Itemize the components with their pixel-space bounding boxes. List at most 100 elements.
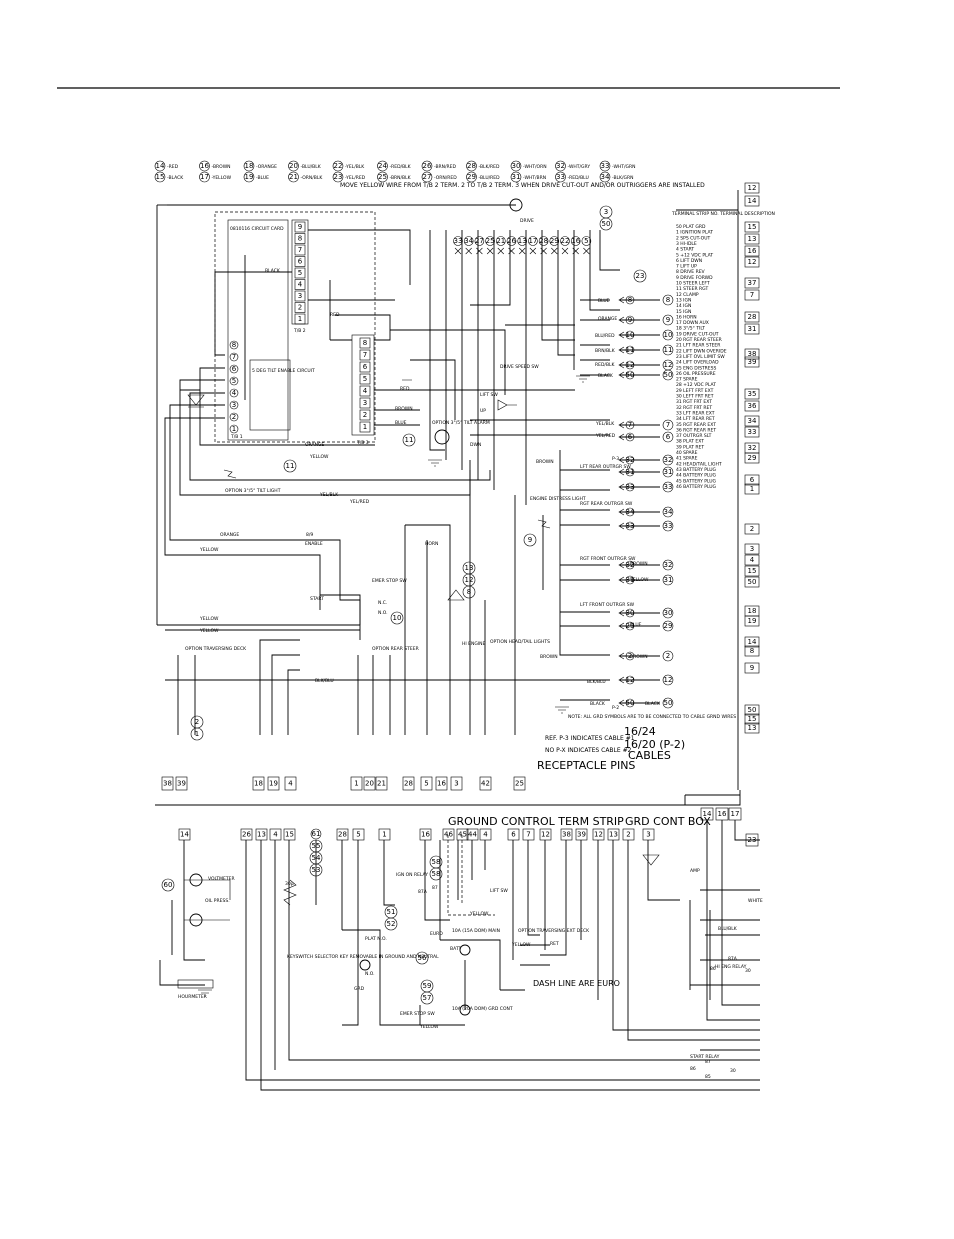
- tb1-term-1-ring: [229, 352, 239, 362]
- tb1-term-4: 4: [229, 388, 239, 398]
- drive-term-1-label: 34: [464, 237, 473, 245]
- legend-color-15: -BLU/RED: [479, 175, 501, 181]
- tb1-term-4-ring: [229, 388, 239, 398]
- callout-52: 52: [387, 920, 396, 928]
- legend-num-13-ring: [421, 171, 433, 183]
- platform-term-8-box: [744, 311, 760, 323]
- label-hourmeter: HOURMETER: [178, 994, 207, 1000]
- connector-mark-5: [618, 371, 625, 379]
- terminal-strip-row-6: 6 LIFT DWN: [676, 258, 702, 264]
- legend-num-18-label: 32: [556, 162, 565, 170]
- tb3-term-3-box: [359, 373, 371, 385]
- connector-out-3-ring: [662, 344, 674, 356]
- tb1-term-2-label: 6: [232, 365, 237, 373]
- strip-term-9: 16: [419, 828, 432, 841]
- strip-term-12: 44: [466, 828, 479, 841]
- strip-term-21-label: 2: [626, 831, 630, 839]
- ground-icon-4: [198, 989, 212, 997]
- strip-term-10-label: 46: [444, 831, 453, 839]
- legend-color-2: -BROWN: [212, 164, 231, 170]
- drive-term-3: 25: [485, 236, 495, 246]
- platform-term-4-box: [744, 245, 760, 257]
- pin-8-box: [402, 776, 415, 791]
- terminal-strip-row-29: 29 LEFT FRT EXT: [676, 388, 714, 394]
- callout-circle: [420, 991, 434, 1005]
- platform-term-24-label: 50: [748, 578, 757, 586]
- connector-out-10-ring: [662, 481, 674, 493]
- connector-num-10-label: 33: [626, 483, 635, 491]
- platform-term-15-box: [744, 426, 760, 438]
- platform-term-1: 14: [744, 195, 760, 207]
- label-87a-ign: 87A: [418, 889, 428, 895]
- label-dwn: DWN: [470, 442, 481, 448]
- callout-51: 51: [387, 908, 396, 916]
- strip-term-12-label: 44: [468, 831, 477, 839]
- tb2-term-7-label: 2: [298, 304, 302, 312]
- platform-term-15-label: 33: [748, 428, 757, 436]
- label-start: START: [310, 596, 324, 602]
- strip-term-18: 39: [575, 828, 588, 841]
- tb3-term-2-box: [359, 361, 371, 373]
- terminal-strip-row-8: 8 DRIVE REV: [676, 269, 706, 275]
- tb2-term-2-box: [294, 244, 306, 256]
- platform-term-31-box: [744, 713, 760, 725]
- tb2-term-1: 8: [294, 233, 306, 244]
- label-nc: N.C.: [378, 600, 387, 606]
- label-rgt-front-outrgr: RGT FRONT OUTRGR SW: [580, 556, 636, 562]
- drive-term-x-4: [497, 247, 505, 255]
- connector-out-10: 33: [662, 481, 674, 493]
- legend-num-9-label: 23: [334, 173, 343, 181]
- drive-term-9-ring: [549, 236, 560, 246]
- connector-out-16-ring: [662, 620, 674, 632]
- tb2-term-7: 2: [294, 302, 306, 313]
- label-hi-eng-relay: HI ENG RELAY: [715, 964, 747, 970]
- terminal-strip-row-2: 2 SPS CUT-OUT: [676, 235, 711, 241]
- connector-num-19: 50: [626, 698, 634, 708]
- tb1-term-3-label: 5: [232, 377, 236, 385]
- connector-mark-4: [618, 361, 625, 369]
- legend-num-10-ring: [377, 160, 388, 172]
- platform-term-31-label: 15: [748, 715, 757, 723]
- callout-circle: [523, 533, 537, 547]
- connector-num-0: 8: [625, 295, 635, 305]
- pin-13-label: 25: [515, 780, 524, 788]
- tb1-term-3-ring: [229, 376, 239, 386]
- legend-num-19: 33: [555, 171, 566, 183]
- legend-color-19: -RED/BLU: [568, 175, 589, 181]
- strip-term-15: 7: [522, 828, 535, 841]
- ground-stud-icon: [509, 198, 523, 212]
- strip-term-14-box: [507, 828, 520, 841]
- distress-light-icon: [537, 519, 551, 529]
- callout-53: 53: [312, 866, 321, 874]
- label-start-relay: START RELAY: [690, 1054, 720, 1060]
- legend-num-6: 20: [288, 160, 299, 172]
- terminal-strip-row-33: 33 LFT REAR EXT: [676, 410, 715, 416]
- strip-term-5: 61: [310, 828, 322, 840]
- tb1-term-1-label: 7: [232, 353, 236, 361]
- connector-mark-7: [618, 433, 625, 441]
- connector-mark-3: [618, 346, 625, 354]
- pin-2: 18: [252, 776, 265, 791]
- pin-9: 5: [420, 776, 433, 791]
- terminal-strip-row-19: 19 DRIVE CUT-OUT: [676, 331, 719, 337]
- legend-num-21-ring: [599, 171, 611, 183]
- connector-num-10-ring: [625, 482, 635, 492]
- tb1-term-6: 2: [229, 412, 239, 422]
- platform-term-32: 13: [744, 722, 760, 734]
- platform-term-16: 32: [744, 442, 760, 454]
- wire-label-blue-2: BLUE: [395, 420, 407, 426]
- connector-out-17-ring: [662, 650, 674, 662]
- callout-3: 3: [604, 208, 608, 216]
- tb3-term-2-label: 6: [363, 363, 368, 371]
- connector-num-14: 31: [626, 575, 634, 585]
- drive-term-0: 33: [453, 236, 463, 246]
- strip-term-2-label: 13: [257, 831, 266, 839]
- connector-out-2-label: 10: [664, 331, 673, 339]
- connector-out-17: 2: [662, 650, 674, 662]
- wire-label-black-3: BLACK: [590, 701, 606, 707]
- platform-term-7: 7: [744, 289, 760, 301]
- connector-num-3: 11: [626, 345, 634, 355]
